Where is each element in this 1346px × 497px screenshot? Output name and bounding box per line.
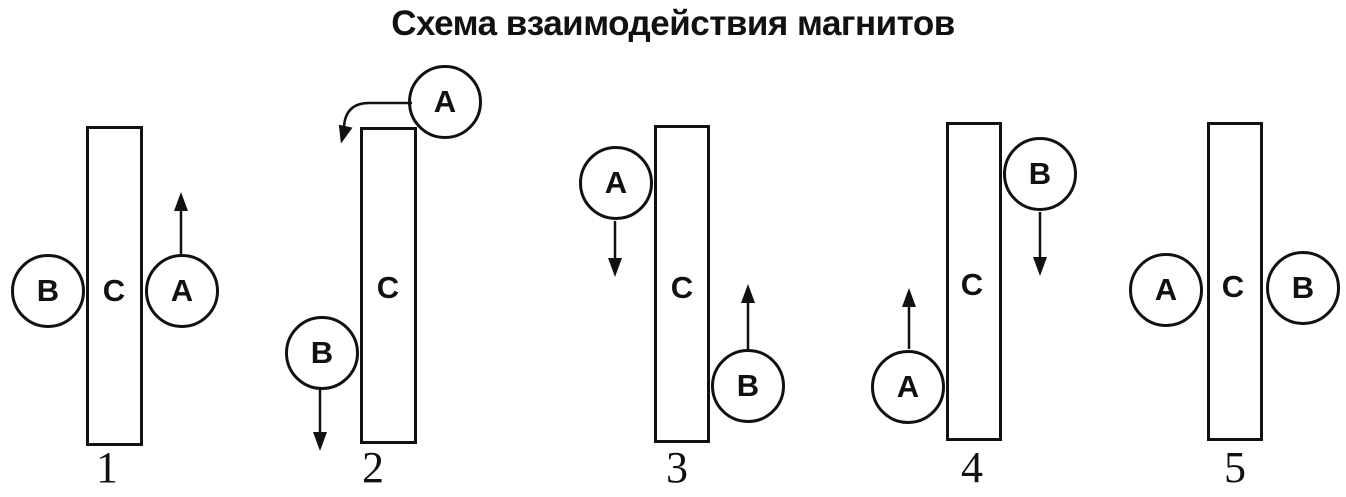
magnet-circle-a: A [145,254,219,328]
magnet-label: A [896,369,920,404]
magnet-circle-b: B [1003,137,1077,211]
magnet-label: B [1291,270,1315,305]
diagram-title: Схема взаимодействия магнитов [391,4,955,43]
panel-number: 2 [362,443,384,492]
arrow-curved-down-icon [338,101,412,144]
magnet-circle-b: B [711,349,785,423]
magnet-circle-a: A [579,146,653,220]
bar-magnet-c [946,122,1002,441]
magnet-label: B [1028,156,1052,191]
bar-label: C [960,267,984,302]
bar-magnet-c [1207,122,1263,441]
arrow-down-icon [1033,212,1047,276]
arrow-up-icon [174,192,188,255]
magnet-label: B [736,368,760,403]
magnet-circle-a: A [871,350,945,424]
bar-magnet-c [654,125,710,443]
panel-number: 4 [961,443,983,492]
panel-number: 3 [666,443,688,492]
magnet-circle-a: A [408,65,482,139]
panel-number: 5 [1224,443,1246,492]
arrow-down-icon [313,389,327,451]
bar-label: C [376,270,400,305]
panel-number: 1 [96,443,118,492]
bar-magnet-c [86,126,143,446]
bar-label: C [1221,269,1245,304]
bar-label: C [102,273,126,308]
magnet-circle-b: B [1266,251,1340,325]
magnet-circle-b: B [11,254,85,328]
magnet-circle-b: B [285,316,359,390]
arrow-up-icon [741,284,755,349]
arrow-down-icon [608,221,622,277]
magnet-label: A [1154,272,1178,307]
magnet-label: A [433,84,457,119]
magnet-label: B [310,335,334,370]
bar-label: C [670,270,694,305]
magnet-label: A [604,165,628,200]
arrow-up-icon [902,288,916,349]
magnet-label: A [170,273,194,308]
bar-magnet-c [360,127,417,444]
magnet-label: B [36,273,60,308]
magnet-circle-a: A [1129,253,1203,327]
